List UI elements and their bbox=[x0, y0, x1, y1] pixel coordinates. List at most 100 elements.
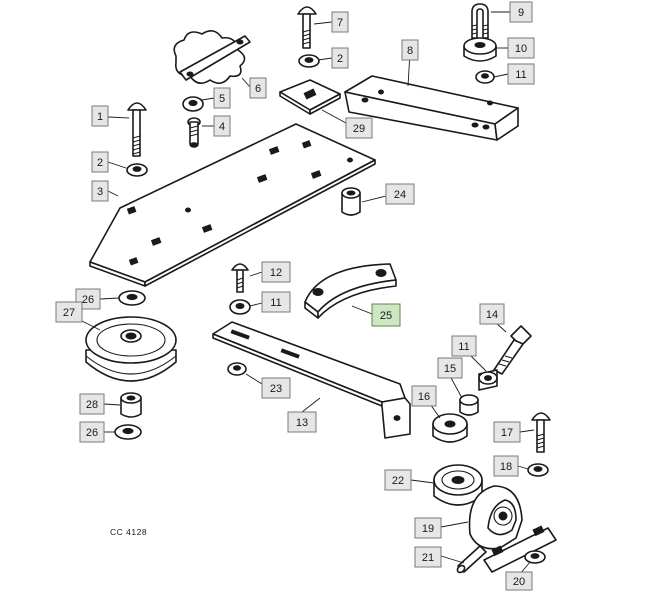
callout-19: 19 bbox=[414, 517, 442, 539]
callout-29: 29 bbox=[345, 117, 373, 139]
part-12-bolt bbox=[231, 263, 249, 293]
callout-11-top: 11 bbox=[507, 63, 535, 85]
callout-21: 21 bbox=[414, 546, 442, 568]
callout-13: 13 bbox=[287, 411, 317, 433]
part-13-bracket-bar bbox=[212, 321, 411, 439]
callout-9: 9 bbox=[509, 1, 533, 23]
callout-11-mid: 11 bbox=[261, 291, 291, 313]
part-14-bolt bbox=[493, 325, 532, 375]
svg-text:19: 19 bbox=[422, 523, 434, 535]
callout-28: 28 bbox=[79, 393, 105, 415]
leader-lines bbox=[79, 11, 535, 575]
svg-text:26: 26 bbox=[86, 427, 98, 439]
svg-text:26: 26 bbox=[82, 294, 94, 306]
callout-3: 3 bbox=[91, 180, 109, 202]
callout-12: 12 bbox=[261, 261, 291, 283]
svg-text:10: 10 bbox=[515, 43, 527, 55]
part-4-short-bolt bbox=[187, 117, 201, 148]
svg-text:23: 23 bbox=[270, 383, 282, 395]
part-16-roller bbox=[432, 413, 468, 443]
callout-7: 7 bbox=[331, 11, 349, 33]
part-9-u-bolt bbox=[471, 3, 489, 39]
callout-17: 17 bbox=[493, 421, 521, 443]
callout-24: 24 bbox=[385, 183, 415, 205]
svg-text:17: 17 bbox=[501, 427, 513, 439]
callout-25: 25 bbox=[371, 303, 401, 327]
svg-text:8: 8 bbox=[407, 45, 413, 57]
svg-text:15: 15 bbox=[444, 363, 456, 375]
callout-27: 27 bbox=[55, 301, 83, 323]
part-5-nut bbox=[182, 96, 204, 112]
part-26-washer-bottom bbox=[114, 424, 142, 440]
callout-6: 6 bbox=[249, 77, 267, 99]
part-7-carriage-bolt bbox=[297, 6, 317, 49]
svg-text:25: 25 bbox=[380, 310, 392, 322]
callout-8: 8 bbox=[401, 39, 419, 61]
part-19-yoke-bracket bbox=[468, 485, 557, 573]
svg-text:7: 7 bbox=[337, 17, 343, 29]
callout-22: 22 bbox=[384, 469, 412, 491]
part-10-bushing bbox=[463, 37, 497, 62]
diagram-code-label: CC 4128 bbox=[110, 527, 147, 537]
svg-text:1: 1 bbox=[97, 111, 103, 123]
part-3-mounting-plate bbox=[89, 123, 376, 287]
svg-text:13: 13 bbox=[296, 417, 308, 429]
callout-18: 18 bbox=[493, 455, 519, 477]
part-17-carriage-bolt bbox=[531, 412, 551, 453]
callout-15: 15 bbox=[437, 357, 463, 379]
callout-23: 23 bbox=[261, 377, 291, 399]
svg-text:11: 11 bbox=[515, 69, 526, 81]
svg-text:12: 12 bbox=[270, 267, 282, 279]
callout-16: 16 bbox=[411, 385, 437, 407]
svg-text:11: 11 bbox=[270, 297, 281, 309]
callout-10: 10 bbox=[507, 37, 535, 59]
svg-text:6: 6 bbox=[255, 83, 261, 95]
part-28-bushing bbox=[120, 392, 142, 418]
svg-text:20: 20 bbox=[513, 576, 525, 588]
callout-14: 14 bbox=[479, 303, 505, 325]
svg-text:4: 4 bbox=[219, 121, 225, 133]
svg-text:14: 14 bbox=[486, 309, 498, 321]
part-11-nut-mid bbox=[229, 299, 251, 315]
part-18-nut bbox=[527, 463, 549, 477]
part-20-nut bbox=[524, 550, 546, 564]
part-25-curved-spacer bbox=[304, 263, 397, 319]
callout-2-left: 2 bbox=[91, 151, 109, 173]
callout-11-bottom: 11 bbox=[451, 335, 477, 357]
svg-text:3: 3 bbox=[97, 186, 103, 198]
svg-text:21: 21 bbox=[422, 552, 434, 564]
part-24-sleeve bbox=[341, 187, 361, 216]
svg-text:28: 28 bbox=[86, 399, 98, 411]
part-15-pin-bushing bbox=[459, 394, 479, 416]
part-2-nut-left bbox=[126, 163, 148, 177]
callout-26-bottom: 26 bbox=[79, 421, 105, 443]
svg-text:27: 27 bbox=[63, 307, 75, 319]
svg-text:2: 2 bbox=[337, 53, 343, 65]
svg-text:2: 2 bbox=[97, 157, 103, 169]
part-6-flange-bracket bbox=[173, 30, 251, 84]
callout-5: 5 bbox=[213, 87, 231, 109]
callout-1: 1 bbox=[91, 105, 109, 127]
part-29-square-plate bbox=[279, 79, 341, 115]
svg-text:24: 24 bbox=[394, 189, 406, 201]
svg-text:16: 16 bbox=[418, 391, 430, 403]
part-2-nut-right bbox=[298, 54, 320, 68]
part-27-pulley bbox=[85, 316, 177, 382]
callout-2-right: 2 bbox=[331, 47, 349, 69]
svg-text:9: 9 bbox=[518, 7, 524, 19]
callout-20: 20 bbox=[505, 571, 533, 591]
part-23-nut bbox=[227, 362, 247, 376]
part-1-carriage-bolt bbox=[127, 102, 147, 157]
part-21-pin bbox=[456, 545, 487, 574]
part-11-nut-top bbox=[475, 70, 495, 84]
svg-text:22: 22 bbox=[392, 475, 404, 487]
callout-4: 4 bbox=[213, 115, 231, 137]
part-26-washer-top bbox=[118, 290, 146, 306]
svg-text:5: 5 bbox=[219, 93, 225, 105]
svg-text:18: 18 bbox=[500, 461, 512, 473]
svg-text:29: 29 bbox=[353, 123, 365, 135]
svg-text:11: 11 bbox=[458, 341, 469, 353]
part-11-nut-bottom bbox=[478, 369, 498, 391]
part-22-wheel bbox=[433, 464, 483, 506]
